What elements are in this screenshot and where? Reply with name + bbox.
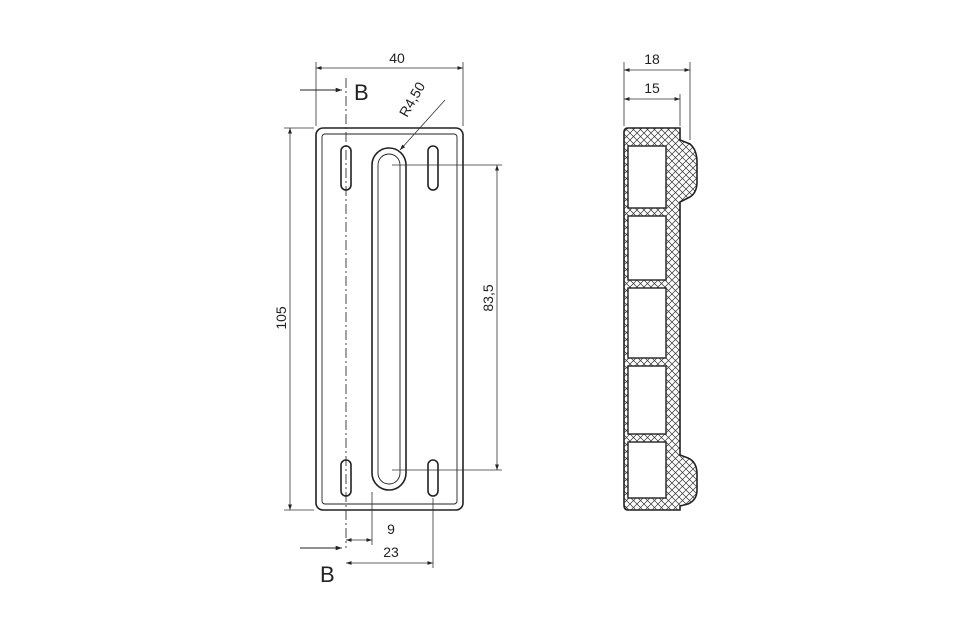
- front-dimensions: 40 105 83,5 R4,50 9 23: [273, 50, 502, 568]
- section-markers: B B: [300, 80, 369, 587]
- long-slot-inner: [377, 153, 401, 485]
- pocket-1: [627, 145, 667, 209]
- mounting-slot-top-right: [427, 145, 439, 191]
- width-dimension-label: 40: [389, 50, 405, 66]
- hole-spacing-dimension-label: 23: [383, 544, 399, 560]
- slot-offset-dimension-label: 9: [387, 521, 395, 537]
- plate-inner-edge: [321, 133, 458, 505]
- mounting-slot-bottom-right: [427, 459, 439, 497]
- front-view: [315, 78, 464, 548]
- section-marker-bottom: B: [320, 562, 335, 587]
- slot-length-dimension-label: 83,5: [480, 284, 496, 311]
- mounting-slot-top-left: [340, 145, 352, 191]
- height-dimension-label: 105: [273, 306, 289, 330]
- pocket-5: [627, 441, 667, 499]
- total-depth-dimension-label: 18: [644, 51, 660, 67]
- pocket-2: [627, 215, 667, 281]
- plate-outline: [315, 127, 464, 511]
- mounting-slot-bottom-left: [340, 459, 352, 497]
- long-slot: [371, 147, 407, 491]
- section-marker-top: B: [354, 80, 369, 105]
- body-depth-dimension-label: 15: [644, 80, 660, 96]
- pocket-3: [627, 287, 667, 359]
- side-section-view: [623, 127, 698, 511]
- radius-dimension-label: R4,50: [396, 79, 429, 120]
- side-dimensions: 18 15: [623, 51, 691, 140]
- pocket-4: [627, 365, 667, 435]
